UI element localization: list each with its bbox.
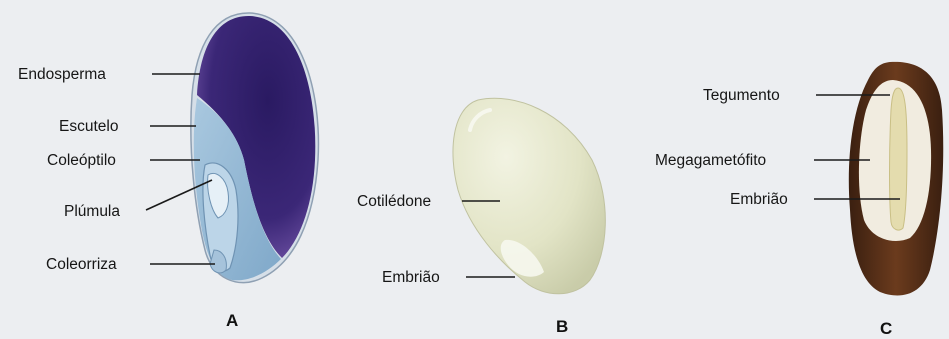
embryo-c xyxy=(890,88,908,230)
seed-c-illustration xyxy=(849,62,943,296)
label-embriao-c: Embrião xyxy=(730,192,788,208)
panel-letter-b: B xyxy=(556,318,568,335)
label-plumula: Plúmula xyxy=(64,204,120,220)
seed-b-illustration xyxy=(453,98,605,293)
label-megagametofito: Megagametófito xyxy=(655,153,766,169)
label-tegumento: Tegumento xyxy=(703,88,780,104)
label-coleoptilo: Coleóptilo xyxy=(47,153,116,169)
label-embriao-b: Embrião xyxy=(382,270,440,286)
label-escutelo: Escutelo xyxy=(59,119,118,135)
label-endosperma: Endosperma xyxy=(18,67,106,83)
label-cotiledone: Cotilédone xyxy=(357,194,431,210)
grain-a-illustration xyxy=(191,13,319,283)
panel-letter-c: C xyxy=(880,320,892,337)
panel-letter-a: A xyxy=(226,312,238,329)
label-coleorriza: Coleorriza xyxy=(46,257,117,273)
